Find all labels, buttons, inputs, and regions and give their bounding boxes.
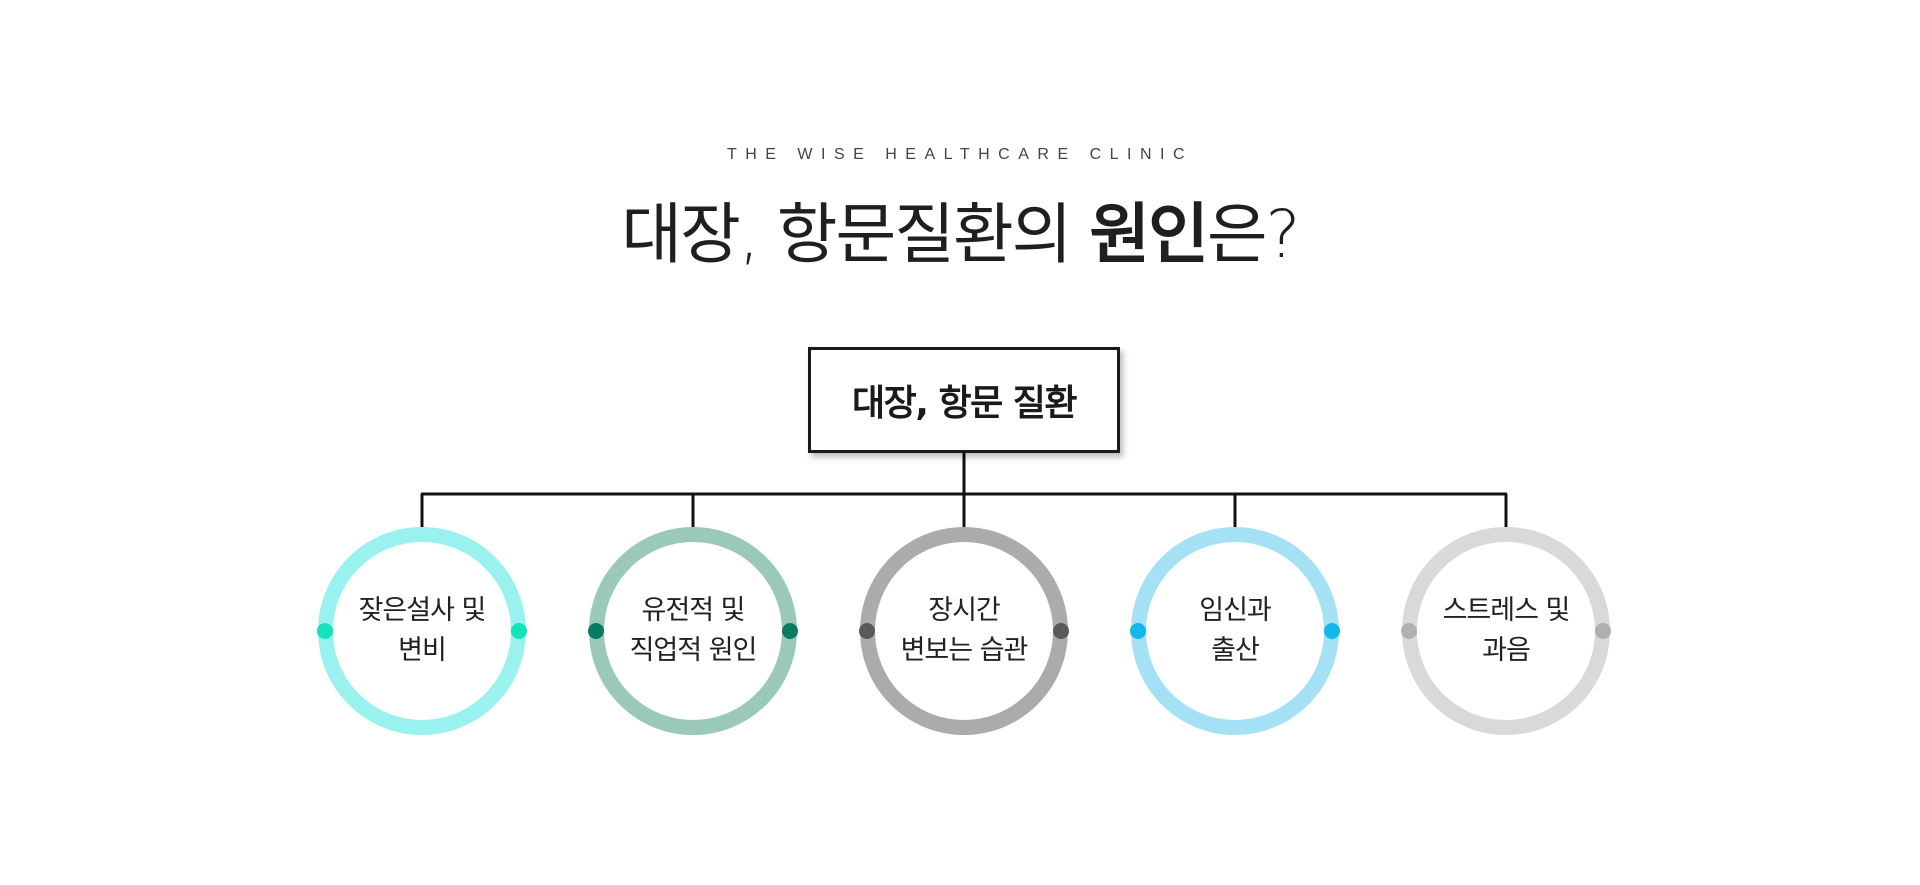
cause-dot-right [782,623,798,639]
clinic-subtitle: THE WISE HEALTHCARE CLINIC [726,146,1194,163]
cause-label-line1: 잦은설사 및 [358,595,487,626]
title-suffix: 은? [1206,196,1301,273]
cause-label: 임신과 출산 [1131,527,1339,735]
cause-node-4: 임신과 출산 [1130,527,1340,735]
cause-dot-left [859,623,875,639]
cause-label: 스트레스 및 과음 [1402,527,1610,735]
title-emphasis: 원인 [1089,196,1208,273]
cause-label-line2: 변비 [398,635,447,666]
cause-label-line1: 유전적 및 [641,595,746,626]
cause-dot-right [1595,623,1611,639]
cause-label-line1: 스트레스 및 [1442,595,1571,626]
cause-dot-left [588,623,604,639]
page-title: 대장, 항문질환의 원인은? [0,190,1920,280]
cause-label: 유전적 및 직업적 원인 [589,527,797,735]
cause-label-line2: 과음 [1482,635,1531,666]
cause-dot-right [1053,623,1069,639]
cause-label: 잦은설사 및 변비 [318,527,526,735]
cause-dot-left [317,623,333,639]
cause-node-5: 스트레스 및 과음 [1401,527,1611,735]
title-prefix: 대장, 항문질환의 [621,196,1090,273]
cause-label-line1: 임신과 [1199,595,1272,626]
cause-node-2: 유전적 및 직업적 원인 [588,527,798,735]
cause-label-line2: 출산 [1211,635,1260,666]
cause-label-line2: 변보는 습관 [900,635,1029,666]
root-node: 대장, 항문 질환 [808,347,1120,453]
cause-dot-left [1130,623,1146,639]
cause-node-3: 장시간 변보는 습관 [859,527,1069,735]
cause-label-line1: 장시간 [928,595,1001,626]
cause-dot-left [1401,623,1417,639]
cause-node-1: 잦은설사 및 변비 [317,527,527,735]
cause-dot-right [511,623,527,639]
cause-dot-right [1324,623,1340,639]
cause-label-line2: 직업적 원인 [629,635,758,666]
cause-label: 장시간 변보는 습관 [860,527,1068,735]
